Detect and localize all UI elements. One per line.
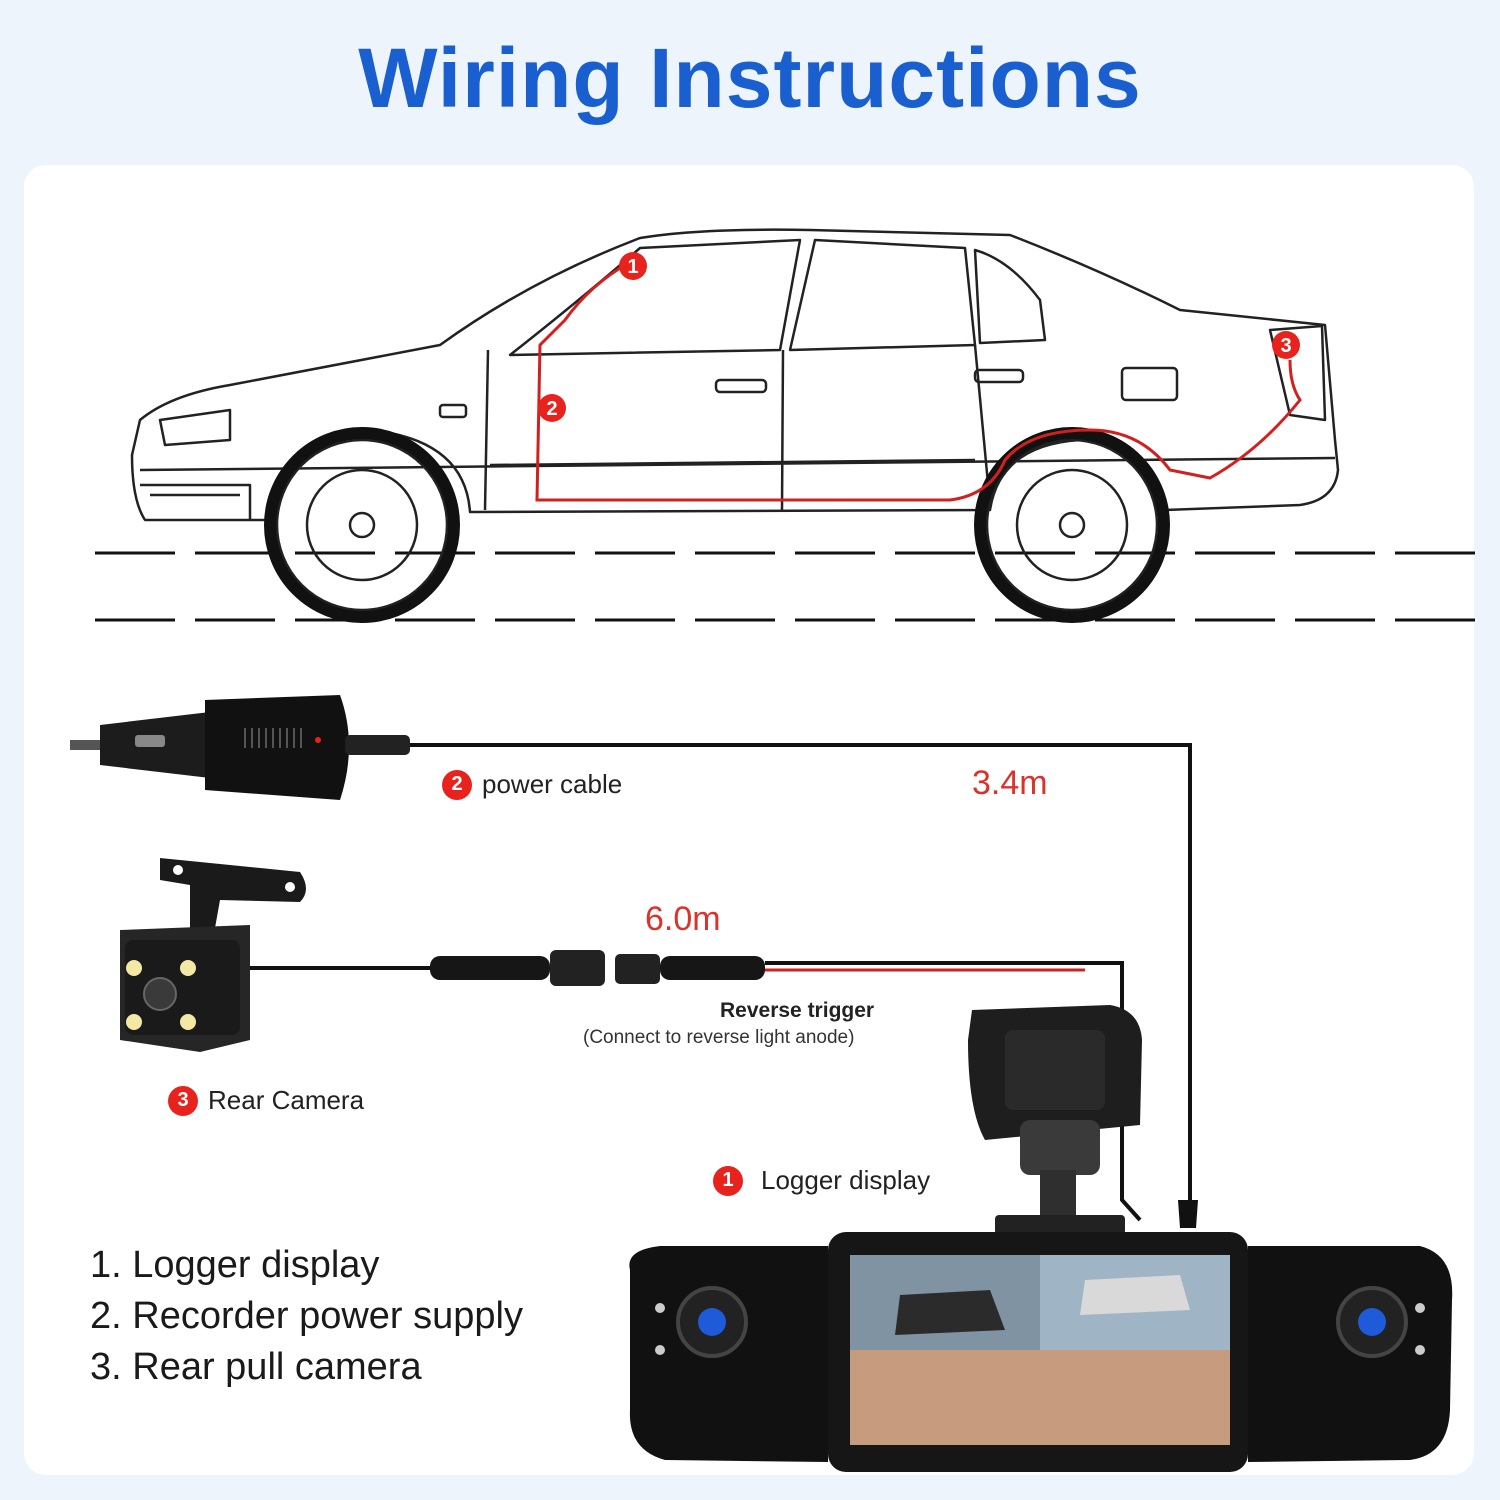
legend: 1. Logger display 2. Recorder power supp… xyxy=(90,1240,523,1393)
car-marker-3: 3 xyxy=(1272,331,1300,359)
power-cable-length: 3.4m xyxy=(972,764,1048,802)
reverse-trigger-title: Reverse trigger xyxy=(720,999,875,1022)
power-plug-end xyxy=(1178,1200,1198,1228)
car-marker-1-label: 1 xyxy=(627,256,638,278)
car-wire-route xyxy=(535,260,1302,502)
rear-camera-icon xyxy=(120,858,306,1052)
car-illustration xyxy=(130,228,1340,623)
rear-cable-length: 6.0m xyxy=(645,900,721,938)
logger-display-label: 1 Logger display xyxy=(713,1165,930,1196)
rear-camera-label: 3 Rear Camera xyxy=(168,1085,364,1116)
rear-connector-right xyxy=(615,954,765,984)
legend-item-3: 3. Rear pull camera xyxy=(90,1346,422,1388)
legend-item-2: 2. Recorder power supply xyxy=(90,1295,523,1337)
power-cable-label: 2 power cable xyxy=(442,769,622,800)
dash-cam-icon xyxy=(629,1005,1453,1472)
car-marker-2-label: 2 xyxy=(546,398,557,420)
power-cable-badge: 2 xyxy=(442,769,472,800)
car-marker-2: 2 xyxy=(538,394,566,422)
car-marker-1: 1 xyxy=(619,252,647,280)
reverse-trigger-note: (Connect to reverse light anode) xyxy=(583,1027,855,1048)
power-cable-text: power cable xyxy=(482,769,623,799)
page-title: Wiring Instructions xyxy=(358,31,1142,125)
legend-item-1: 1. Logger display xyxy=(90,1244,380,1286)
rear-camera-badge: 3 xyxy=(168,1085,198,1116)
car-charger-icon xyxy=(70,695,410,800)
rear-connector-left xyxy=(430,950,605,986)
logger-display-text: Logger display xyxy=(761,1165,931,1195)
car-marker-3-label: 3 xyxy=(1280,335,1291,357)
logger-display-badge: 1 xyxy=(713,1165,743,1196)
rear-camera-text: Rear Camera xyxy=(208,1085,365,1115)
